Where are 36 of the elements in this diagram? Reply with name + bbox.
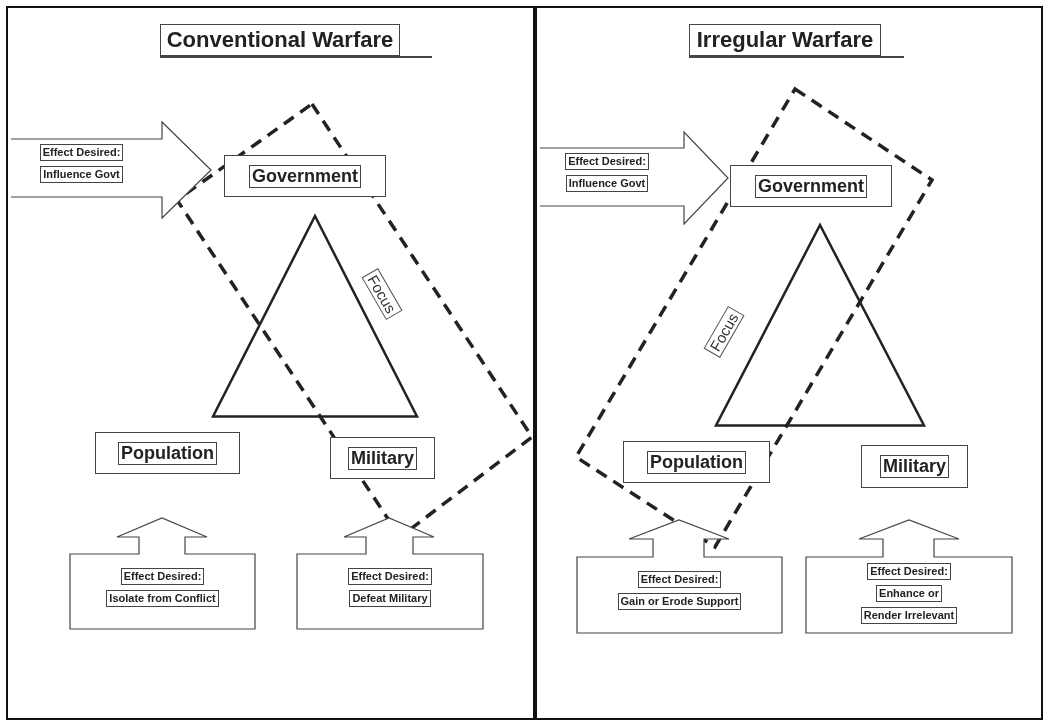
effect-label: Effect Desired: bbox=[565, 153, 649, 170]
node-label: Military bbox=[348, 446, 417, 470]
effect-label: Effect Desired: bbox=[39, 144, 124, 161]
effect-label: Render Irrelevant bbox=[860, 607, 958, 624]
effect-label: Effect Desired: bbox=[867, 563, 951, 580]
panel bbox=[535, 6, 1043, 720]
label-box bbox=[730, 165, 892, 207]
effect-label: Influence Govt bbox=[40, 166, 123, 183]
node-label: Government bbox=[755, 174, 867, 198]
label-box bbox=[623, 441, 770, 483]
label-box bbox=[95, 432, 240, 474]
block-arrow bbox=[11, 122, 211, 218]
effect-label: Effect Desired: bbox=[637, 571, 722, 588]
effect-label: Isolate from Conflict bbox=[106, 590, 219, 607]
node-label: Population bbox=[647, 450, 746, 474]
triangle bbox=[212, 215, 418, 418]
label-box bbox=[330, 437, 435, 479]
node-label: Government bbox=[249, 164, 361, 188]
node-label: Military bbox=[880, 455, 949, 478]
block-arrow-box bbox=[70, 518, 255, 629]
effect-label: Influence Govt bbox=[565, 175, 649, 192]
panel-title: Irregular Warfare bbox=[689, 24, 881, 56]
panel bbox=[6, 6, 535, 720]
effect-label: Enhance or bbox=[876, 585, 942, 602]
label-box bbox=[861, 445, 968, 488]
node-label: Population bbox=[118, 441, 217, 465]
block-arrow-box bbox=[577, 520, 782, 633]
block-arrow-box bbox=[806, 520, 1012, 633]
effect-label: Effect Desired: bbox=[120, 568, 205, 585]
effect-label: Gain or Erode Support bbox=[617, 593, 742, 610]
block-arrow-box bbox=[297, 518, 483, 629]
label-box bbox=[224, 155, 386, 197]
panel-title: Conventional Warfare bbox=[160, 24, 400, 56]
effect-label: Defeat Military bbox=[349, 590, 431, 607]
block-arrow bbox=[540, 132, 728, 224]
effect-label: Effect Desired: bbox=[348, 568, 432, 585]
